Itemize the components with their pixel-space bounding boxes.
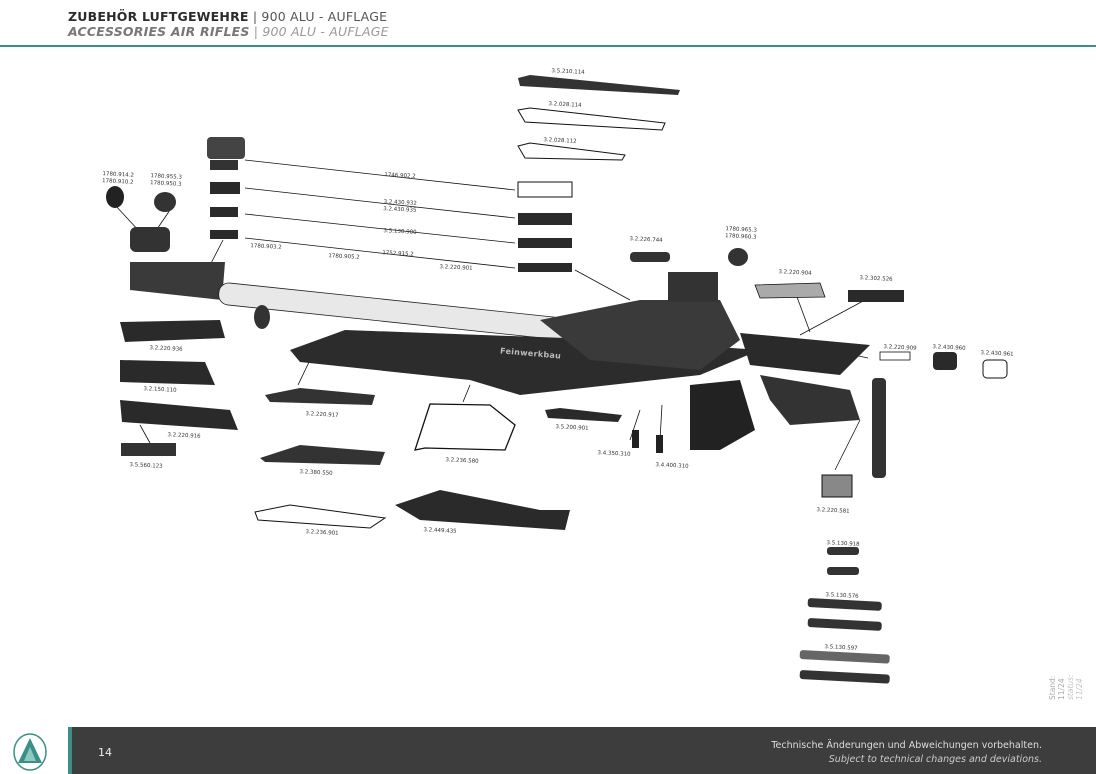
- part-block-4: [518, 263, 572, 272]
- part-3-2-449-435: [395, 490, 570, 530]
- part-3-4-400-310: [656, 435, 663, 453]
- part-number-label: 1780.955.3 1780.950.3: [149, 173, 183, 188]
- disclaimer-de: Technische Änderungen und Abweichungen v…: [771, 740, 1042, 751]
- part-3-2-150-110: [120, 360, 215, 385]
- part-receiver: [130, 262, 225, 300]
- part-number-label: 1780.914.2 1780.910.2: [101, 171, 135, 186]
- status-en: status: 11/24: [1066, 674, 1084, 700]
- title-en: ACCESSORIES AIR RIFLES | 900 ALU - AUFLA…: [68, 24, 389, 39]
- part-3-2-220-917: [265, 388, 375, 405]
- brand-logo-icon: [13, 733, 47, 771]
- part-rail-3-5-210-114: [518, 75, 680, 95]
- title-de: ZUBEHÖR LUFTGEWEHRE | 900 ALU - AUFLAGE: [68, 9, 388, 24]
- part-grip: [690, 380, 755, 450]
- page-header: ZUBEHÖR LUFTGEWEHRE | 900 ALU - AUFLAGE …: [68, 9, 389, 39]
- part-number-label: 3.2.430.932 3.2.430.935: [383, 199, 417, 214]
- part-action: [540, 300, 740, 370]
- part-3-5-560-123: [121, 443, 176, 456]
- part-butt-stock: [760, 375, 860, 425]
- page-number: 14: [98, 746, 112, 759]
- part-rail-3-2-028-114: [517, 107, 666, 131]
- part-buttplate-3-2-220-904: [754, 282, 826, 299]
- part-cheekpiece: [740, 333, 870, 375]
- part-3-2-220-916: [120, 400, 238, 430]
- part-sight-base: [207, 137, 245, 159]
- part-3-4-350-310: [632, 430, 639, 448]
- status-stamp: Stand: 11/24 status: 11/24: [1048, 652, 1084, 700]
- part-buttplate-hook: [872, 378, 886, 478]
- part-ring-1780-955: [154, 192, 176, 212]
- status-de: Stand: 11/24: [1048, 675, 1066, 700]
- disclaimer-en: Subject to technical changes and deviati…: [828, 754, 1042, 765]
- part-3-5-200-901: [545, 408, 622, 422]
- header-divider: [0, 45, 1096, 47]
- part-block-1: [517, 181, 573, 198]
- part-block-2: [518, 213, 572, 225]
- part-3-2-236-901: [254, 504, 387, 529]
- part-3-2-236-580: [414, 403, 516, 451]
- part-3-2-220-936: [120, 320, 225, 342]
- page-footer: 14 Technische Änderungen und Abweichunge…: [68, 727, 1096, 774]
- part-number-label: 1780.965.3 1780.960.3: [724, 226, 758, 241]
- part-plate-3-2-302-526: [848, 290, 904, 302]
- part-block-3: [518, 238, 572, 248]
- part-ring-1780-914: [106, 186, 124, 208]
- disclaimer: Technische Änderungen und Abweichungen v…: [771, 739, 1042, 767]
- part-3-2-220-581: [821, 474, 853, 498]
- part-3-2-380-550: [260, 445, 385, 465]
- exploded-parts-drawing: [106, 75, 1008, 684]
- part-rail-3-2-028-112: [517, 142, 626, 161]
